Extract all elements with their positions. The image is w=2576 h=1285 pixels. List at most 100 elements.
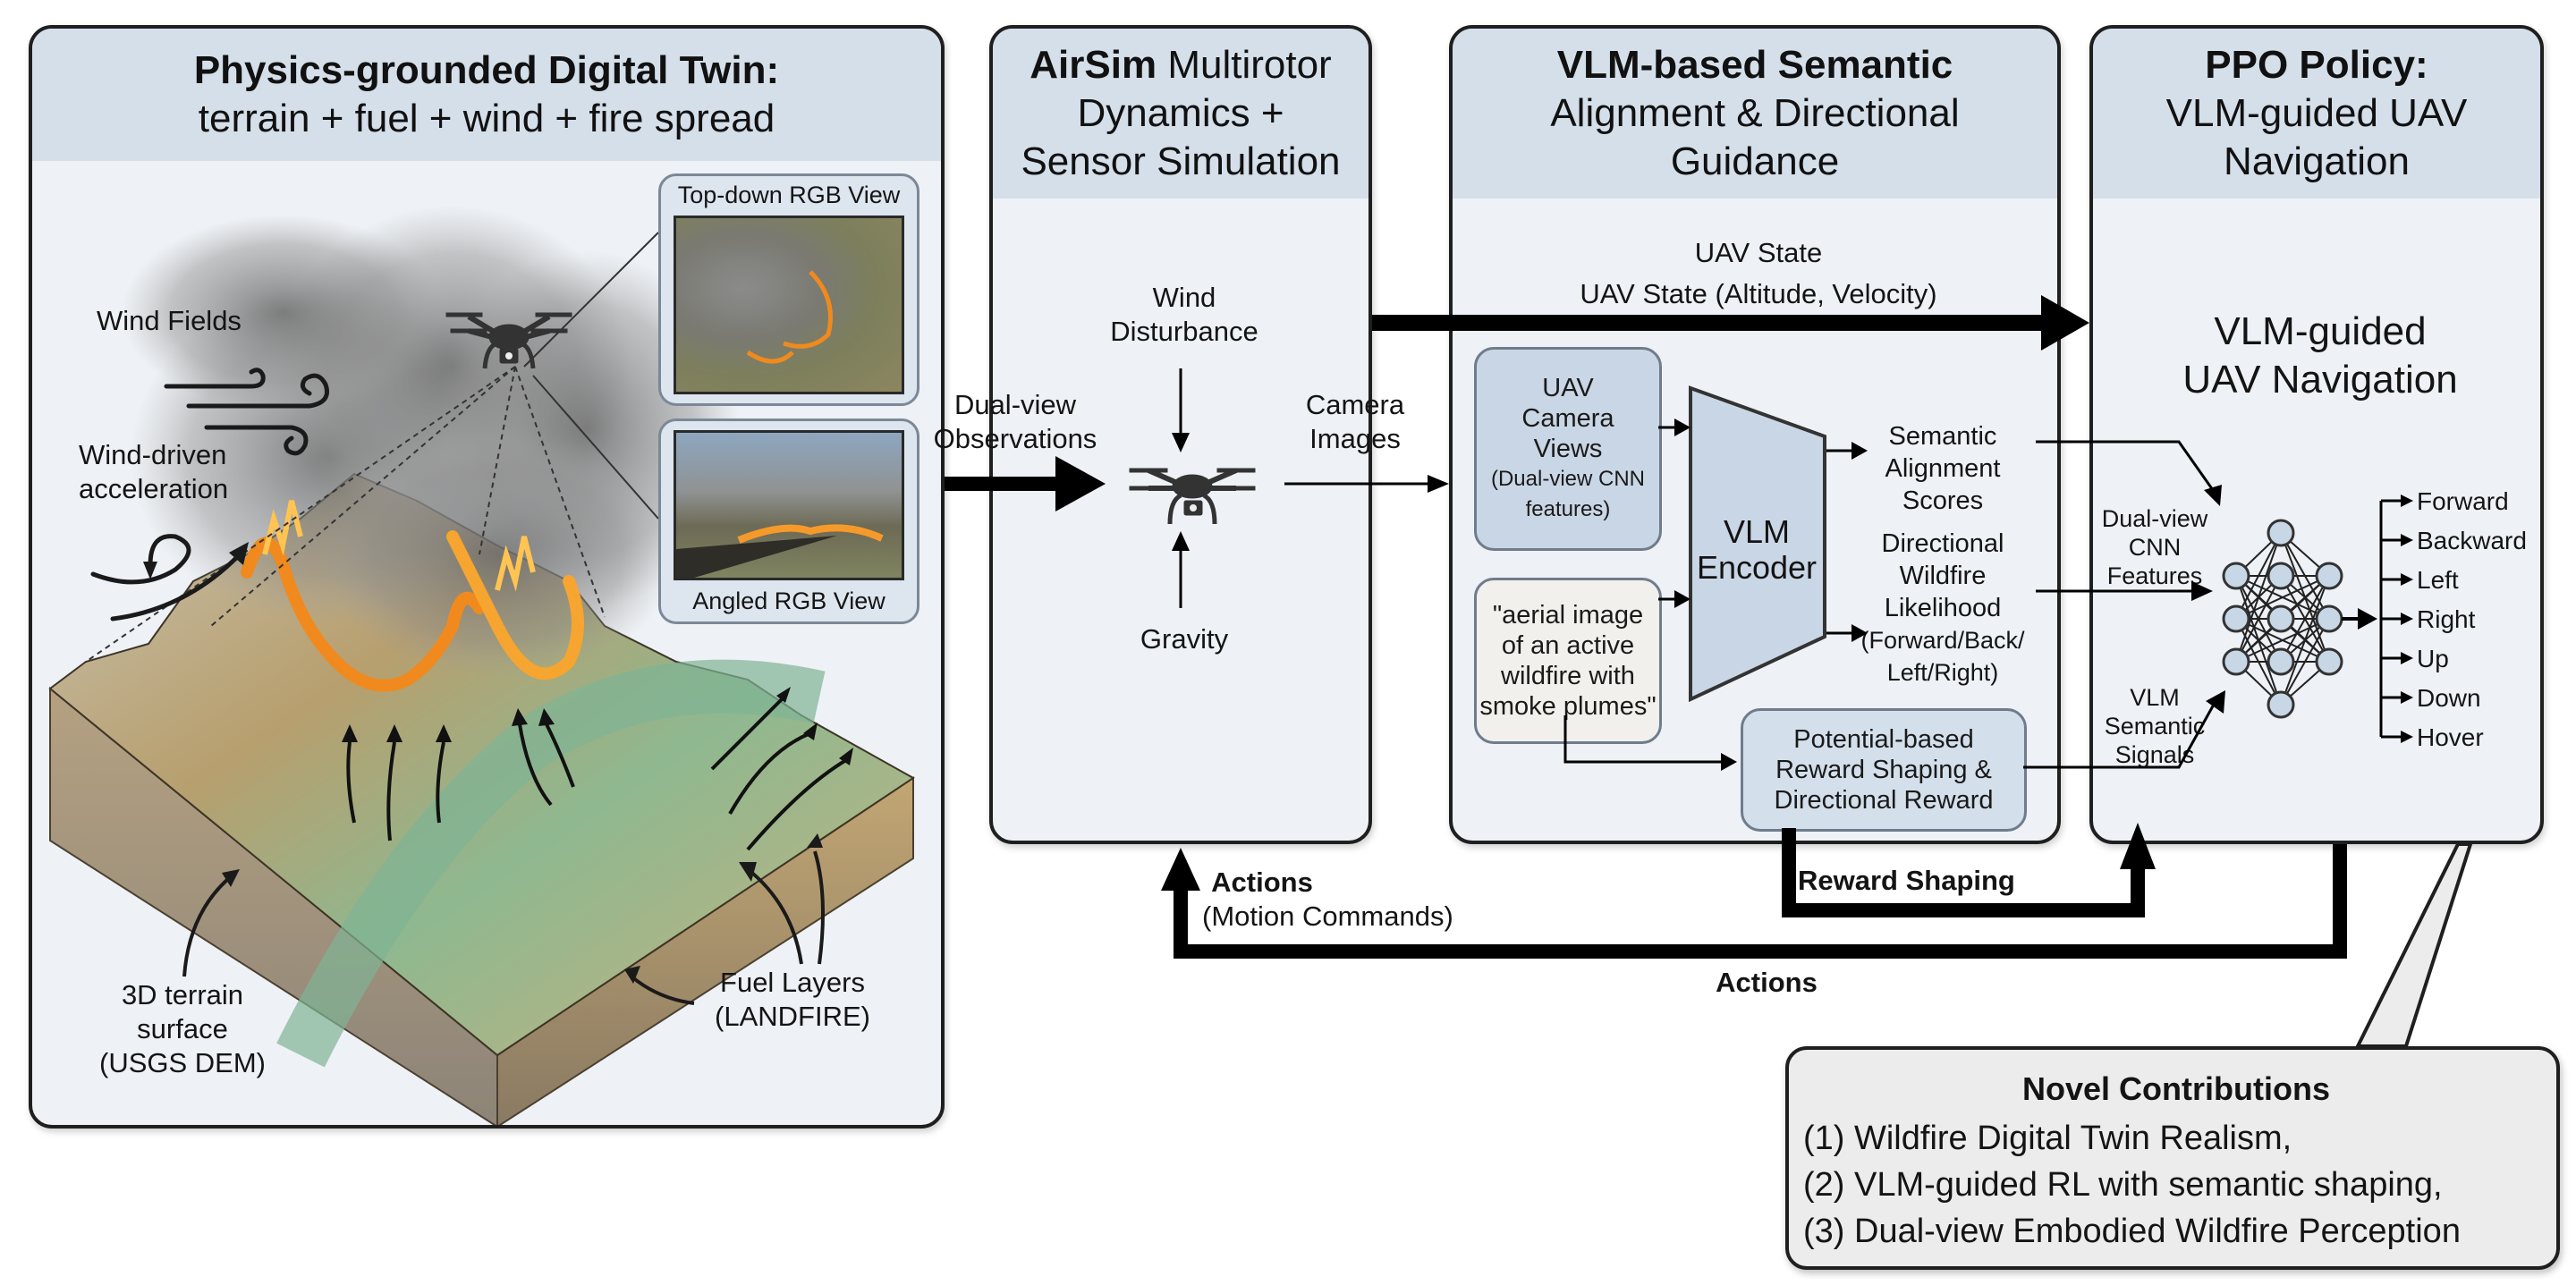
cnn-features-line: Dual-view — [2101, 505, 2208, 532]
ppo-body-label-1: VLM-guided — [2214, 309, 2427, 353]
cnn-features-line: Features — [2106, 562, 2203, 589]
reward-box-line: Potential-based — [1793, 725, 1974, 754]
vlm-encoder-label-1: VLM — [1723, 513, 1791, 550]
ppo-title-bold: PPO Policy: — [2205, 43, 2428, 87]
semantic-output-line: Semantic — [1888, 422, 1997, 451]
directional-output-line: Directional — [1881, 529, 2004, 558]
ppo-header: PPO Policy: VLM-guided UAV Navigation — [2093, 29, 2540, 199]
airsim-title-line3: Sensor Simulation — [1021, 139, 1341, 183]
vlm-title-bold: VLM-based Semantic — [1556, 43, 1953, 87]
action-branch-arrow — [2401, 731, 2413, 743]
prompt-line: of an active — [1501, 631, 1635, 660]
action-item-hover: Hover — [2417, 723, 2484, 751]
wind-driven-label-2: acceleration — [79, 473, 229, 504]
angled-view-title: Angled RGB View — [692, 588, 886, 614]
nn-node — [2267, 519, 2295, 547]
airsim-drone-icon — [1129, 468, 1256, 525]
drone-icon — [445, 312, 572, 369]
uav-state-label-1: UAV State — [1694, 237, 1823, 268]
action-branch-arrow — [2401, 495, 2413, 507]
airsim-title-bold: AirSim — [1030, 43, 1157, 87]
vlm-title-line2: Alignment & Directional — [1550, 91, 1960, 135]
contribution-item: (3) Dual-view Embodied Wildfire Percepti… — [1803, 1213, 2461, 1250]
action-item-left: Left — [2417, 566, 2459, 594]
reward-shaping-label: Reward Shaping — [1798, 865, 2015, 896]
digital-twin-title: Physics-grounded Digital Twin: — [193, 48, 780, 92]
wind-disturbance-label-2: Disturbance — [1110, 316, 1258, 347]
nn-node — [2267, 647, 2295, 676]
top-down-view-image — [674, 216, 904, 394]
wind-fields-label: Wind Fields — [97, 305, 242, 336]
ppo-title-line3: Navigation — [2224, 139, 2410, 183]
uav-state-label-2: UAV State (Altitude, Velocity) — [1580, 278, 1937, 309]
camera-box-line: Views — [1533, 435, 1603, 463]
directional-output-line: Likelihood — [1884, 594, 2002, 622]
nn-edge — [2235, 575, 2330, 620]
camera-box-line: Camera — [1521, 404, 1614, 433]
fuel-label-2: (LANDFIRE) — [715, 1001, 870, 1032]
wind-fields-icon — [164, 368, 329, 456]
nn-edge — [2235, 618, 2330, 663]
camera-images-label-2: Images — [1309, 423, 1401, 454]
contribution-item: (1) Wildfire Digital Twin Realism, — [1803, 1120, 2292, 1157]
digital-twin-header: Physics-grounded Digital Twin: terrain +… — [32, 29, 941, 161]
dual-view-label-1: Dual-view — [953, 389, 1077, 420]
camera-images-label-1: Camera — [1305, 389, 1405, 420]
reward-shaping-box: Potential-based Reward Shaping & Directi… — [1741, 708, 2027, 832]
contributions-callout: Novel Contributions (1) Wildfire Digital… — [1785, 1046, 2560, 1270]
action-item-up: Up — [2417, 645, 2449, 672]
camera-box-line: features) — [1525, 497, 1611, 521]
airsim-header: AirSim Multirotor Dynamics + Sensor Simu… — [993, 29, 1368, 199]
airsim-title-line2: Dynamics + — [1077, 91, 1284, 135]
wind-disturbance-label-1: Wind — [1152, 282, 1216, 313]
vlm-encoder-label-2: Encoder — [1696, 549, 1818, 586]
vlm-title-line3: Guidance — [1670, 139, 1840, 183]
camera-box-line: UAV — [1542, 374, 1594, 402]
nn-node — [2267, 690, 2295, 719]
upslope-arrows — [346, 696, 848, 851]
terrain-label-3: (USGS DEM) — [99, 1047, 266, 1078]
text-prompt-box: "aerial image of an active wildfire with… — [1474, 578, 1662, 744]
nn-node — [2222, 604, 2250, 633]
nn-node — [2315, 604, 2343, 633]
top-down-view-title: Top-down RGB View — [677, 182, 901, 208]
airsim-title-rest: Multirotor — [1157, 43, 1332, 87]
action-branch-arrow — [2401, 613, 2413, 625]
prompt-line: "aerial image — [1492, 601, 1644, 630]
prompt-line: wildfire with — [1501, 662, 1635, 690]
semantic-output-line: Alignment — [1885, 454, 2001, 483]
directional-output-line: Left/Right) — [1886, 659, 1999, 686]
contribution-item: (2) VLM-guided RL with semantic shaping, — [1803, 1166, 2443, 1204]
directional-output-line: Wildfire — [1899, 562, 1987, 590]
uav-camera-views-box: UAV Camera Views (Dual-view CNN features… — [1474, 347, 1662, 551]
dual-view-label-2: Observations — [933, 423, 1097, 454]
contributions-title: Novel Contributions — [2022, 1070, 2330, 1107]
airsim-panel: AirSim Multirotor Dynamics + Sensor Simu… — [989, 25, 1372, 844]
actions-bottom-label: Actions — [1716, 967, 1818, 998]
camera-box-line: (Dual-view CNN — [1490, 467, 1646, 491]
semantic-output-line: Scores — [1902, 486, 1984, 515]
angled-view-image — [674, 430, 904, 580]
action-branch-arrow — [2401, 652, 2413, 664]
wind-swirl-icon — [90, 534, 249, 621]
nn-node — [2267, 562, 2295, 590]
directional-output-line: (Forward/Back/ — [1860, 627, 2025, 654]
fire-front-2 — [446, 530, 584, 681]
action-item-backward: Backward — [2417, 527, 2527, 554]
ppo-body-label-2: UAV Navigation — [2182, 358, 2458, 402]
fire-front-1 — [241, 537, 486, 692]
ppo-panel: PPO Policy: VLM-guided UAV Navigation VL… — [2089, 25, 2544, 844]
digital-twin-subtitle: terrain + fuel + wind + fire spread — [198, 97, 775, 140]
nn-node — [2315, 647, 2343, 676]
annotation-arrows — [182, 833, 825, 1005]
gravity-label: Gravity — [1140, 623, 1229, 655]
ppo-title-line2: VLM-guided UAV — [2165, 91, 2468, 135]
reward-box-line: Directional Reward — [1774, 786, 1994, 815]
actions-motion-label-1: Actions — [1211, 867, 1313, 898]
nn-node — [2267, 604, 2295, 633]
nn-output-arrow-head — [2358, 608, 2377, 630]
top-down-view-card: Top-down RGB View — [658, 173, 919, 406]
camera-frustum — [85, 366, 606, 663]
terrain-label-2: surface — [137, 1013, 228, 1044]
actions-motion-label-2: (Motion Commands) — [1202, 900, 1453, 932]
